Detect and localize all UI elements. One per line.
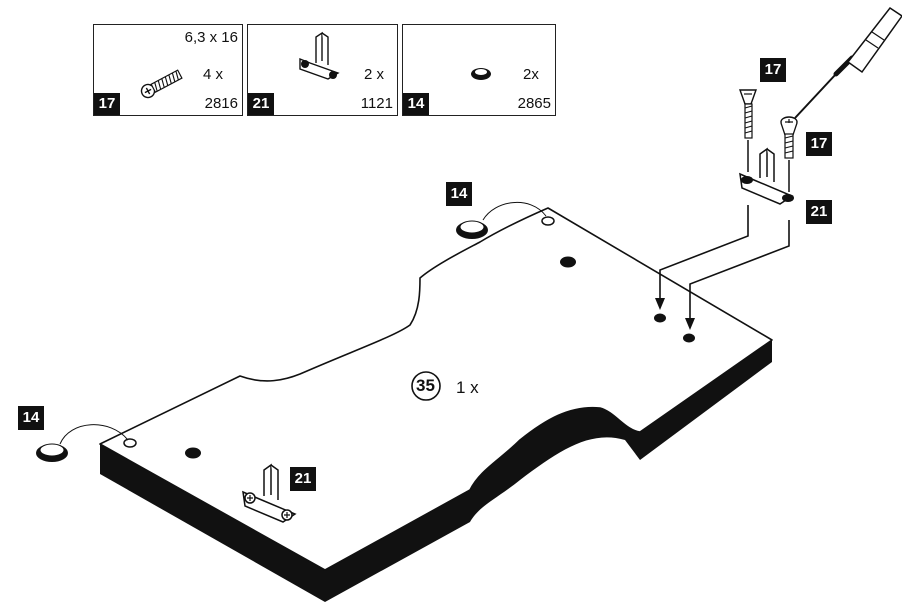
cap-icon: [456, 202, 547, 239]
callout-bracket: 21: [806, 200, 832, 224]
cap-icon: [36, 424, 129, 462]
part-box-screw: 6,3 x 16 4 x 2816 17: [93, 24, 243, 116]
part-quantity: 4 x: [203, 66, 224, 83]
arrow-icon: [659, 205, 749, 304]
part-badge: 21: [248, 93, 274, 115]
bracket-icon: [242, 463, 297, 523]
part-box-cap: 2x 2865 14: [402, 24, 556, 116]
board-side: [325, 340, 772, 602]
arrow-icon: [689, 220, 790, 325]
part-badge: 17: [94, 93, 120, 115]
screw-icon: [780, 116, 798, 192]
main-part-number: 35: [416, 376, 435, 395]
screwdriver-icon: [794, 6, 902, 119]
main-part-quantity: 1 x: [456, 378, 479, 397]
callout-cap: 14: [446, 182, 472, 206]
screw-icon: [140, 69, 183, 99]
part-article: 1121: [360, 95, 393, 112]
part-article: 2816: [204, 95, 238, 112]
board-side: [100, 444, 325, 602]
bracket-icon: [299, 31, 340, 80]
bracket-icon: [739, 147, 794, 205]
cap-icon: [471, 68, 491, 80]
part-size: 6,3 x 16: [184, 29, 238, 46]
part-quantity: 2x: [523, 66, 539, 83]
callout-bracket: 21: [290, 467, 316, 491]
part-quantity: 2 x: [364, 66, 385, 83]
part-number-circle: [411, 371, 441, 401]
callout-cap: 14: [18, 406, 44, 430]
callout-screw: 17: [760, 58, 786, 82]
screw-icon: [739, 89, 757, 172]
callout-screw: 17: [806, 132, 832, 156]
part-box-bracket: 2 x 1121 21: [247, 24, 398, 116]
part-article: 2865: [517, 95, 551, 112]
part-badge: 14: [403, 93, 429, 115]
